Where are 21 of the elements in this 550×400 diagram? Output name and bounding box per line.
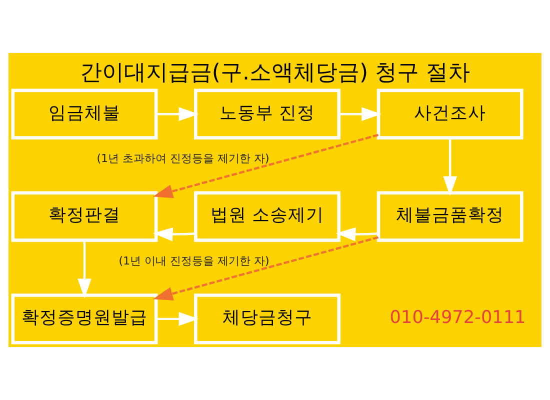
node-box: 임금체불 [11, 88, 158, 140]
arrow [156, 312, 199, 326]
node-box: 체당금청구 [194, 294, 341, 344]
arrow [152, 134, 379, 198]
node-box: 체불금품확정 [376, 191, 524, 242]
label: 010-4972-0111 [390, 308, 526, 328]
arrow [156, 107, 199, 122]
diagram-title: 간이대지급금(구.소액체당금) 청구 절차 [80, 60, 470, 86]
arrow [152, 227, 196, 242]
arrow [152, 236, 379, 301]
node-box: 사건조사 [376, 88, 524, 140]
node-box: 확정증명원발급 [11, 294, 158, 344]
node-box: 확정판결 [11, 191, 158, 242]
edge-label: (1년 초과하여 진정등을 제기한 자) [96, 152, 270, 166]
node-box: 노동부 진정 [194, 88, 341, 140]
arrow [336, 227, 378, 242]
node-box: 법원 소송제기 [194, 191, 341, 242]
arrow [78, 240, 92, 298]
arrow [443, 138, 458, 196]
arrow [339, 107, 382, 122]
edge-label: (1년 이내 진정등을 제기한 자) [118, 254, 270, 268]
